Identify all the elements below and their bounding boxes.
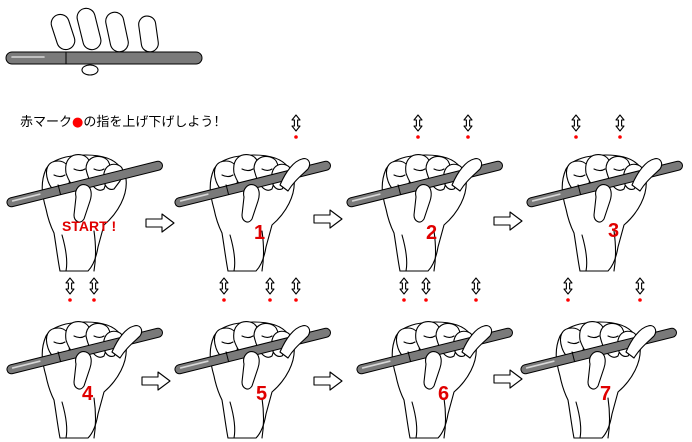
step-number: 5 — [256, 383, 267, 405]
right-arrow-icon — [493, 211, 523, 231]
red-dot-index — [68, 298, 72, 302]
red-dot-pinky — [474, 298, 478, 302]
top-finger-3 — [105, 11, 129, 53]
red-dot-index — [566, 298, 570, 302]
step-number: 2 — [426, 222, 437, 244]
step-6: 6 — [355, 277, 515, 439]
updown-arrow-icon — [635, 277, 645, 295]
updown-arrow-icon — [265, 277, 275, 295]
updown-arrow-icon — [563, 277, 573, 295]
right-arrow-icon — [313, 209, 343, 229]
top-flute — [5, 51, 203, 65]
step-5: 5 — [173, 277, 333, 439]
step-number: 6 — [438, 383, 449, 405]
red-dot-index — [574, 135, 578, 139]
top-thumb — [81, 64, 99, 76]
step-7: 7 — [519, 277, 679, 439]
start-label: START ! — [62, 218, 116, 234]
updown-arrow-icon — [413, 114, 423, 132]
updown-arrow-icon — [65, 277, 75, 295]
red-dot-ring — [268, 298, 272, 302]
step-2: 2 — [345, 114, 505, 272]
top-finger-1 — [50, 13, 76, 51]
red-dot-pinky — [638, 298, 642, 302]
right-arrow-icon — [141, 371, 171, 391]
step-start: START ! — [5, 153, 165, 272]
instruction-text: 赤マーク●の指を上げ下げしよう！ — [20, 115, 226, 130]
red-dot-index — [402, 298, 406, 302]
instruction-red-dot: ● — [72, 115, 83, 130]
red-dot-pinky — [294, 135, 298, 139]
updown-arrow-icon — [219, 277, 229, 295]
right-arrow-icon — [145, 213, 175, 233]
updown-arrow-icon — [463, 114, 473, 132]
top-finger-4 — [138, 15, 159, 53]
right-arrow-icon — [313, 371, 343, 391]
updown-arrow-icon — [399, 277, 409, 295]
top-finger-2 — [76, 7, 102, 51]
updown-arrow-icon — [571, 114, 581, 132]
step-4: 4 — [5, 277, 165, 439]
updown-arrow-icon — [291, 277, 301, 295]
step-number: 4 — [82, 383, 94, 405]
step-number: 7 — [600, 383, 611, 405]
red-dot-pinky — [466, 135, 470, 139]
updown-arrow-icon — [291, 114, 301, 132]
red-dot-index — [222, 298, 226, 302]
updown-arrow-icon — [421, 277, 431, 295]
updown-arrow-icon — [471, 277, 481, 295]
red-dot-middle — [416, 135, 420, 139]
red-dot-middle — [424, 298, 428, 302]
step-3: 3 — [525, 114, 685, 272]
step-number: 3 — [608, 220, 619, 242]
step-1: 1 — [173, 114, 333, 272]
top-flute-illustration — [5, 7, 203, 76]
updown-arrow-icon — [615, 114, 625, 132]
red-dot-middle — [92, 298, 96, 302]
right-arrow-icon — [493, 369, 523, 389]
step-number: 1 — [254, 222, 265, 244]
red-dot-pinky — [618, 135, 622, 139]
updown-arrow-icon — [89, 277, 99, 295]
red-dot-pinky — [294, 298, 298, 302]
